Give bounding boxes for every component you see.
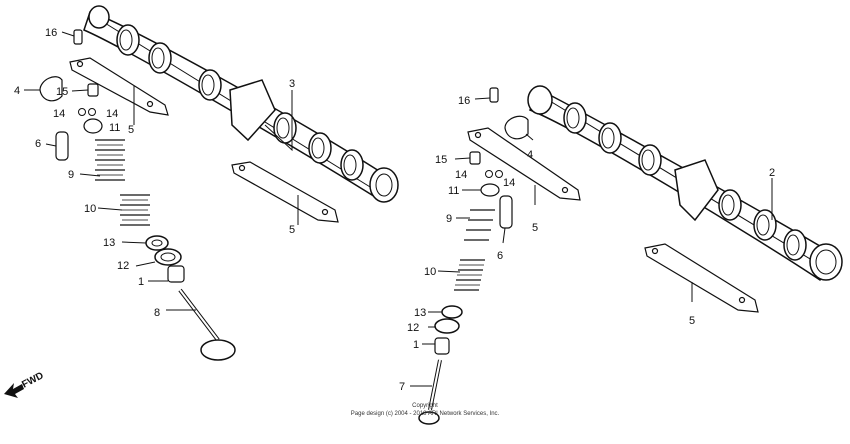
fwd-arrow-icon — [4, 383, 24, 398]
label-4-left: 4 — [14, 85, 20, 97]
cam-holder-right-lower — [644, 243, 759, 313]
label-8: 8 — [154, 307, 160, 319]
label-15-right: 15 — [435, 154, 447, 166]
label-4-right: 4 — [527, 149, 533, 161]
leader-lines — [24, 31, 773, 387]
copyright-notice: Copyright Page design (c) 2004 - 2018 AR… — [300, 402, 550, 418]
label-5-left-upper: 5 — [128, 124, 134, 136]
label-6-right: 6 — [497, 250, 503, 262]
fwd-label: FWD — [20, 370, 45, 390]
label-10-left: 10 — [84, 203, 96, 215]
label-11-right: 11 — [448, 185, 459, 197]
cam-holder-left-lower — [231, 161, 339, 223]
label-14-left-b: 14 — [106, 108, 118, 120]
camshaft-right — [527, 85, 843, 282]
label-3: 3 — [289, 78, 295, 90]
label-5-right-lower: 5 — [689, 315, 695, 327]
label-9-right: 9 — [446, 213, 452, 225]
fwd-indicator: FWD — [4, 370, 46, 398]
label-6-left: 6 — [35, 138, 41, 150]
label-5-right-upper: 5 — [532, 222, 538, 234]
label-9-left: 9 — [68, 169, 74, 181]
label-13-left: 13 — [103, 237, 115, 249]
camshaft-left — [83, 5, 399, 203]
label-12-right: 12 — [407, 322, 419, 334]
cam-holder-right-upper — [467, 127, 581, 201]
label-14-right-a: 14 — [455, 169, 467, 181]
label-13-right: 13 — [414, 307, 426, 319]
label-2: 2 — [769, 167, 775, 179]
cam-holder-left-upper — [69, 57, 169, 116]
part-labels: 16 4 15 14 14 11 5 6 9 3 10 5 13 12 1 8 … — [14, 27, 775, 393]
valve-train-right — [418, 87, 529, 425]
label-1-left: 1 — [138, 276, 144, 288]
label-16-right: 16 — [458, 95, 470, 107]
copyright-line-1: Copyright — [412, 403, 438, 409]
label-1-right: 1 — [413, 339, 419, 351]
label-14-right-b: 14 — [503, 177, 515, 189]
label-5-left-lower: 5 — [289, 224, 295, 236]
copyright-line-2: Page design (c) 2004 - 2018 ARI Network … — [350, 411, 500, 417]
valve-train-left — [39, 29, 236, 361]
label-11-left: 11 — [109, 122, 120, 134]
label-15-left: 15 — [56, 86, 68, 98]
label-14-left-a: 14 — [53, 108, 65, 120]
label-10-right: 10 — [424, 266, 436, 278]
label-16-left: 16 — [45, 27, 57, 39]
label-7: 7 — [399, 381, 405, 393]
label-12-left: 12 — [117, 260, 129, 272]
